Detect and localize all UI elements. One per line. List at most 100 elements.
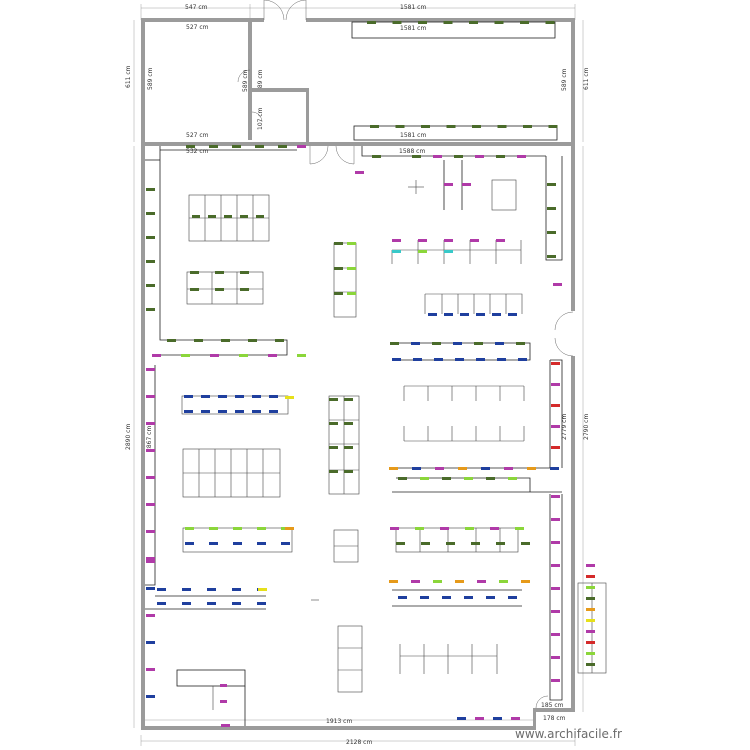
shelf-marker bbox=[392, 358, 401, 361]
shelf-marker bbox=[215, 288, 224, 291]
shelf-marker bbox=[428, 313, 437, 316]
shelf-marker bbox=[464, 477, 473, 480]
shelf-markers bbox=[146, 21, 595, 727]
shelf-marker bbox=[207, 588, 216, 591]
shelf-marker bbox=[418, 21, 427, 24]
shelf-marker bbox=[586, 586, 595, 589]
shelf-marker bbox=[481, 467, 490, 470]
shelf-marker bbox=[146, 668, 155, 671]
shelf-marker bbox=[444, 183, 453, 186]
shelf-marker bbox=[434, 358, 443, 361]
shelf-marker bbox=[146, 557, 155, 560]
shelf-marker bbox=[396, 542, 405, 545]
shelf-marker bbox=[453, 342, 462, 345]
shelf-marker bbox=[440, 527, 449, 530]
shelf-marker bbox=[444, 239, 453, 242]
shelf-marker bbox=[285, 396, 294, 399]
shelf-marker bbox=[297, 354, 306, 357]
shelf-marker bbox=[167, 339, 176, 342]
dim-main-right-inner: 2779 cm bbox=[561, 414, 568, 440]
shelf-marker bbox=[442, 596, 451, 599]
shelf-marker bbox=[551, 656, 560, 659]
shelf-marker bbox=[496, 542, 505, 545]
shelf-marker bbox=[444, 313, 453, 316]
shelf-marker bbox=[494, 21, 504, 24]
shelf-marker bbox=[190, 271, 199, 274]
shelf-marker bbox=[477, 580, 486, 583]
dim-room-b-left: 589 cm bbox=[257, 69, 264, 92]
shelf-marker bbox=[496, 155, 505, 158]
dim-room-a-left: 589 cm bbox=[147, 67, 154, 90]
shelf-marker bbox=[469, 21, 478, 24]
main-area-structures bbox=[145, 146, 607, 726]
shelf-marker bbox=[508, 477, 517, 480]
shelf-marker bbox=[460, 313, 469, 316]
shelf-marker bbox=[232, 145, 241, 148]
shelf-marker bbox=[504, 467, 513, 470]
shelf-marker bbox=[551, 564, 560, 567]
shelf-marker bbox=[146, 308, 155, 311]
shelf-marker bbox=[146, 503, 155, 506]
shelf-marker bbox=[420, 477, 429, 480]
shelf-marker bbox=[586, 608, 595, 611]
dim-corner-a: 185 cm bbox=[541, 702, 564, 709]
shelf-marker bbox=[551, 425, 560, 428]
shelf-marker bbox=[182, 588, 191, 591]
shelf-marker bbox=[190, 288, 199, 291]
doors bbox=[237, 0, 574, 709]
shelf-marker bbox=[418, 239, 427, 242]
shelf-marker bbox=[146, 212, 155, 215]
shelf-marker bbox=[285, 527, 294, 530]
shelf-marker bbox=[458, 467, 467, 470]
shelf-marker bbox=[347, 292, 356, 295]
shelf-marker bbox=[486, 477, 495, 480]
shelf-marker bbox=[411, 342, 420, 345]
shelf-marker bbox=[418, 250, 427, 253]
shelf-marker bbox=[444, 250, 453, 253]
shelf-marker bbox=[181, 354, 190, 357]
shelf-marker bbox=[392, 239, 401, 242]
shelf-marker bbox=[413, 358, 422, 361]
shelf-marker bbox=[146, 236, 155, 239]
shelf-marker bbox=[256, 215, 264, 218]
shelf-marker bbox=[547, 207, 556, 210]
shelf-marker bbox=[420, 596, 429, 599]
dim-top-left: 547 cm bbox=[185, 4, 208, 11]
shelf-marker bbox=[492, 313, 501, 316]
shelf-marker bbox=[551, 610, 560, 613]
shelf-marker bbox=[329, 470, 338, 473]
shelf-marker bbox=[551, 518, 560, 521]
shelf-marker bbox=[389, 580, 398, 583]
shelf-marker bbox=[146, 368, 155, 371]
shelf-marker bbox=[486, 596, 495, 599]
shelf-marker bbox=[240, 288, 249, 291]
shelf-marker bbox=[547, 255, 556, 258]
shelf-marker bbox=[329, 422, 338, 425]
dim-room-a-bottom: 527 cm bbox=[186, 132, 209, 139]
shelf-marker bbox=[551, 679, 560, 682]
shelf-marker bbox=[232, 602, 241, 605]
shelf-marker bbox=[586, 663, 595, 666]
shelf-marker bbox=[586, 619, 595, 622]
dim-bottom-outer: 2128 cm bbox=[346, 739, 372, 746]
shelf-marker bbox=[218, 395, 227, 398]
shelf-marker bbox=[442, 477, 451, 480]
shelf-marker bbox=[252, 410, 261, 413]
dim-partition-small: 107 cm bbox=[257, 107, 264, 130]
shelf-marker bbox=[370, 125, 379, 128]
shelf-marker bbox=[472, 125, 481, 128]
shelf-marker bbox=[235, 395, 244, 398]
shelf-marker bbox=[257, 542, 266, 545]
dim-main-top-left: 532 cm bbox=[186, 148, 209, 155]
shelf-marker bbox=[334, 242, 343, 245]
shelf-marker bbox=[220, 700, 227, 703]
dim-top-right: 1581 cm bbox=[400, 4, 426, 11]
shelf-marker bbox=[421, 542, 430, 545]
shelf-marker bbox=[395, 125, 405, 128]
shelf-marker bbox=[443, 21, 453, 24]
shelf-marker bbox=[209, 542, 218, 545]
shelf-marker bbox=[344, 446, 353, 449]
shelf-marker bbox=[551, 404, 560, 407]
shelf-marker bbox=[411, 580, 420, 583]
